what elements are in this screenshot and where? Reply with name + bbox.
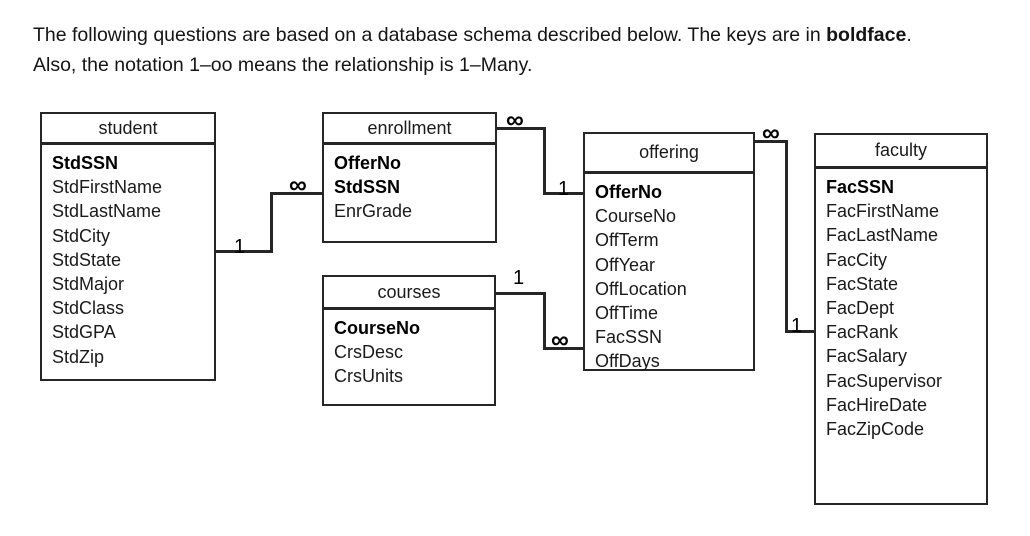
intro-line1-after: . xyxy=(906,24,912,46)
entity-faculty[interactable]: faculty FacSSN FacFirstName FacLastName … xyxy=(814,133,988,505)
entity-student[interactable]: student StdSSN StdFirstName StdLastName … xyxy=(40,112,216,381)
intro-boldface-word: boldface xyxy=(826,24,907,46)
attr-stdssn: StdSSN xyxy=(52,153,119,173)
attr-stdcity: StdCity xyxy=(52,225,111,246)
entity-courses[interactable]: courses CourseNo CrsDesc CrsUnits xyxy=(322,275,496,406)
connector-student-enrollment-seg2 xyxy=(270,192,273,253)
attr-crsunits: CrsUnits xyxy=(334,366,404,387)
entity-offering[interactable]: offering OfferNo CourseNo OffTerm OffYea… xyxy=(583,132,755,371)
attr-enrgrade: EnrGrade xyxy=(334,201,413,222)
attr-stdlastname: StdLastName xyxy=(52,201,162,222)
attr-courseno-offering: CourseNo xyxy=(595,206,677,227)
cardinality-offering-one: 1 xyxy=(558,178,570,200)
entity-student-attributes: StdSSN StdFirstName StdLastName StdCity … xyxy=(42,145,214,369)
connector-offering-faculty-seg2 xyxy=(785,140,788,333)
connector-courses-offering-seg2 xyxy=(543,292,546,350)
connector-student-enrollment-seg3 xyxy=(270,192,324,195)
attr-facstate: FacState xyxy=(826,273,899,294)
cardinality-enrollment-many: ∞ xyxy=(289,171,307,199)
attr-facrank: FacRank xyxy=(826,322,899,343)
attr-courseno-courses: CourseNo xyxy=(334,318,421,338)
attr-facfirstname: FacFirstName xyxy=(826,201,940,222)
attr-stdzip: StdZip xyxy=(52,346,105,367)
entity-enrollment-attributes: OfferNo StdSSN EnrGrade xyxy=(324,145,495,224)
entity-faculty-attributes: FacSSN FacFirstName FacLastName FacCity … xyxy=(816,169,986,441)
cardinality-faculty-one: 1 xyxy=(791,315,803,337)
attr-fachiredate: FacHireDate xyxy=(826,394,928,415)
intro-paragraph: The following questions are based on a d… xyxy=(33,20,998,80)
attr-facdept: FacDept xyxy=(826,298,895,319)
entity-enrollment[interactable]: enrollment OfferNo StdSSN EnrGrade xyxy=(322,112,497,243)
entity-courses-title: courses xyxy=(324,277,494,310)
attr-offterm: OffTerm xyxy=(595,230,659,251)
intro-line2: Also, the notation 1–oo means the relati… xyxy=(33,54,533,76)
attr-faccity: FacCity xyxy=(826,249,888,270)
attr-stdclass: StdClass xyxy=(52,298,125,319)
attr-stdstate: StdState xyxy=(52,249,122,270)
intro-line1-before: The following questions are based on a d… xyxy=(33,24,827,46)
connector-student-enrollment-seg1 xyxy=(215,250,273,253)
connector-courses-offering-seg3 xyxy=(543,347,585,350)
connector-offering-faculty-seg1 xyxy=(753,140,788,143)
attr-crsdesc: CrsDesc xyxy=(334,342,404,363)
cardinality-offering-many: ∞ xyxy=(551,326,569,354)
attr-offlocation: OffLocation xyxy=(595,278,687,299)
attr-stdfirstname: StdFirstName xyxy=(52,177,163,198)
entity-offering-attributes: OfferNo CourseNo OffTerm OffYear OffLoca… xyxy=(585,174,753,374)
attr-facsupervisor: FacSupervisor xyxy=(826,370,943,391)
attr-offyear: OffYear xyxy=(595,254,656,275)
attr-stdgpa: StdGPA xyxy=(52,322,116,343)
attr-offdays: OffDays xyxy=(595,351,660,372)
cardinality-student-one: 1 xyxy=(234,236,246,258)
attr-facssn-faculty: FacSSN xyxy=(826,177,895,197)
entity-offering-title: offering xyxy=(585,134,753,174)
attr-facssn-offering: FacSSN xyxy=(595,327,663,348)
attr-facsalary: FacSalary xyxy=(826,346,908,367)
connector-enrollment-offering-seg3 xyxy=(543,192,585,195)
entity-faculty-title: faculty xyxy=(816,135,986,169)
attr-offerno-enrollment: OfferNo xyxy=(334,153,401,173)
entity-student-title: student xyxy=(42,114,214,145)
attr-stdmajor: StdMajor xyxy=(52,274,125,295)
connector-courses-offering-seg1 xyxy=(494,292,546,295)
cardinality-enrollment-offering-many: ∞ xyxy=(506,106,524,134)
attr-faclastname: FacLastName xyxy=(826,225,939,246)
connector-enrollment-offering-seg1 xyxy=(495,127,546,130)
entity-enrollment-title: enrollment xyxy=(324,114,495,145)
connector-enrollment-offering-seg2 xyxy=(543,127,546,195)
attr-stdssn-enrollment: StdSSN xyxy=(334,177,401,198)
cardinality-courses-one: 1 xyxy=(513,267,525,289)
attr-offtime: OffTime xyxy=(595,303,659,324)
attr-offerno-offering: OfferNo xyxy=(595,182,662,202)
connector-offering-faculty-seg3 xyxy=(785,330,816,333)
attr-faczipcode: FacZipCode xyxy=(826,419,925,440)
cardinality-offering-faculty-many: ∞ xyxy=(762,119,780,147)
entity-courses-attributes: CourseNo CrsDesc CrsUnits xyxy=(324,310,494,389)
